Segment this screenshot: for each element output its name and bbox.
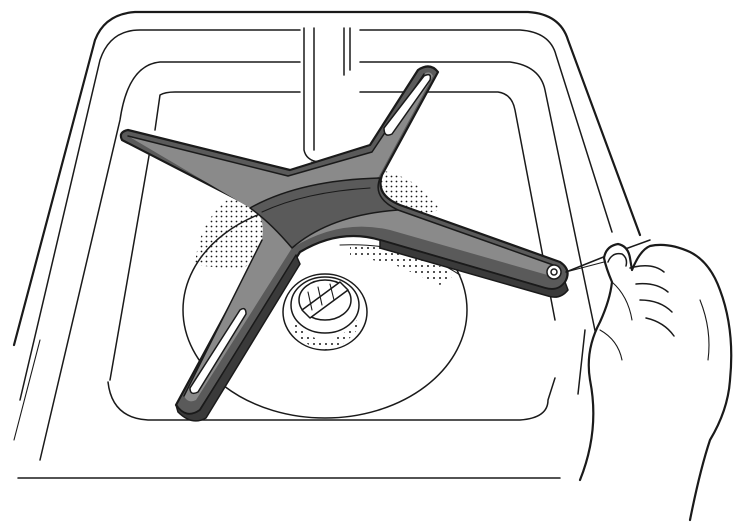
lower-spray-arm-icon [119, 65, 569, 422]
spray-nozzle-hole-icon [546, 264, 562, 280]
dishwasher-tub-icon [12, 10, 642, 479]
filter-assembly-icon [282, 273, 368, 351]
hand-holding-pin-icon [565, 239, 733, 522]
